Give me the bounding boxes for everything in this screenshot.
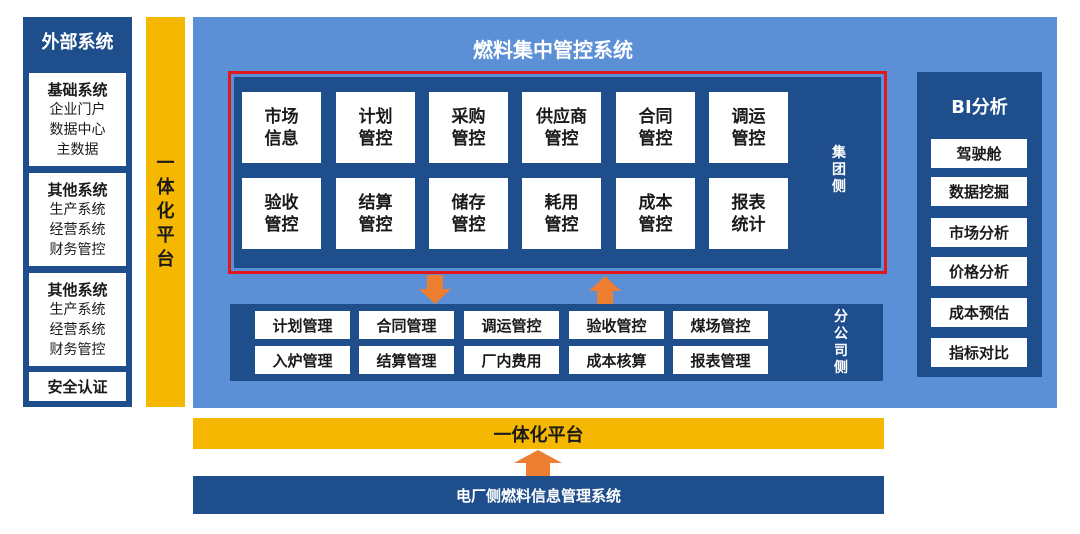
side-char: 侧 — [834, 360, 848, 376]
bi-item-cockpit: 驾驶舱 — [931, 139, 1027, 168]
module-supplier-control: 供应商管控 — [522, 92, 601, 163]
bi-item-cost-estimate: 成本预估 — [931, 298, 1027, 327]
module-cost-control: 成本管控 — [616, 178, 695, 249]
module-text: 管控 — [358, 128, 393, 149]
module-text: 计划 — [358, 106, 393, 127]
branch-module-transport: 调运管控 — [464, 311, 559, 339]
side-char: 公 — [834, 326, 848, 342]
module-text: 验收 — [264, 192, 299, 213]
module-text: 供应商 — [536, 106, 587, 127]
card-heading: 其他系统 — [47, 180, 108, 199]
plant-fuel-info-system: 电厂侧燃料信息管理系统 — [193, 476, 884, 514]
side-char: 集 — [832, 144, 846, 161]
module-text: 信息 — [264, 128, 299, 149]
module-text: 调运 — [731, 106, 766, 127]
card-line: 主数据 — [56, 141, 99, 158]
module-text: 采购 — [451, 106, 486, 127]
side-char: 团 — [832, 161, 846, 178]
module-text: 成本 — [638, 192, 673, 213]
module-text: 耗用 — [544, 192, 579, 213]
bi-item-market-analysis: 市场分析 — [931, 218, 1027, 247]
card-heading: 其他系统 — [47, 280, 108, 299]
integrated-platform-vertical: 一 体 化 平 台 — [146, 17, 185, 407]
module-text: 管控 — [264, 214, 299, 235]
integrated-platform-horizontal: 一体化平台 — [193, 418, 884, 449]
module-text: 报表 — [731, 192, 766, 213]
branch-module-plan: 计划管理 — [255, 311, 350, 339]
module-report-statistics: 报表统计 — [709, 178, 788, 249]
branch-side-label: 分 公 司 侧 — [828, 309, 854, 377]
bi-item-indicator-comparison: 指标对比 — [931, 338, 1027, 367]
main-title: 燃料集中管控系统 — [473, 37, 633, 62]
module-text: 管控 — [544, 128, 579, 149]
branch-module-acceptance: 验收管控 — [569, 311, 664, 339]
branch-module-furnace-intake: 入炉管理 — [255, 346, 350, 374]
module-contract-control: 合同管控 — [616, 92, 695, 163]
module-text: 管控 — [358, 214, 393, 235]
card-heading: 基础系统 — [47, 80, 108, 99]
side-char: 司 — [834, 343, 848, 359]
module-text: 管控 — [731, 128, 766, 149]
module-acceptance-control: 验收管控 — [242, 178, 321, 249]
module-consumption-control: 耗用管控 — [522, 178, 601, 249]
security-auth-card: 安全认证 — [29, 372, 126, 401]
module-text: 管控 — [451, 128, 486, 149]
branch-module-coal-yard: 煤场管控 — [673, 311, 768, 339]
module-purchase-control: 采购管控 — [429, 92, 508, 163]
card-line: 生产系统 — [49, 201, 106, 218]
other-systems-card: 其他系统 生产系统 经营系统 财务管控 — [29, 273, 126, 366]
module-settlement-control: 结算管控 — [336, 178, 415, 249]
card-line: 企业门户 — [49, 101, 106, 118]
module-market-info: 市场信息 — [242, 92, 321, 163]
up-arrow-icon — [589, 276, 621, 305]
platform-char: 平 — [156, 225, 175, 246]
card-line: 经营系统 — [49, 221, 106, 238]
module-text: 结算 — [358, 192, 393, 213]
branch-module-report: 报表管理 — [673, 346, 768, 374]
card-line: 财务管控 — [49, 341, 106, 358]
group-side-highlight-frame — [228, 71, 887, 274]
external-systems-title: 外部系统 — [41, 32, 114, 53]
branch-module-settlement: 结算管理 — [359, 346, 454, 374]
module-plan-control: 计划管控 — [336, 92, 415, 163]
platform-char: 一 — [156, 153, 175, 174]
branch-module-cost-accounting: 成本核算 — [569, 346, 664, 374]
basic-systems-card: 基础系统 企业门户 数据中心 主数据 — [29, 73, 126, 166]
card-line: 经营系统 — [49, 321, 106, 338]
module-text: 储存 — [451, 192, 486, 213]
up-arrow-icon — [514, 450, 562, 476]
group-side-label: 集 团 侧 — [826, 140, 852, 200]
card-line: 生产系统 — [49, 301, 106, 318]
module-transport-control: 调运管控 — [709, 92, 788, 163]
branch-module-contract: 合同管理 — [359, 311, 454, 339]
module-text: 管控 — [451, 214, 486, 235]
module-text: 管控 — [638, 128, 673, 149]
branch-module-plant-costs: 厂内费用 — [464, 346, 559, 374]
side-char: 分 — [834, 309, 848, 325]
platform-char: 台 — [156, 249, 175, 270]
card-line: 数据中心 — [49, 121, 106, 138]
side-char: 侧 — [832, 178, 846, 195]
other-systems-card: 其他系统 生产系统 经营系统 财务管控 — [29, 173, 126, 266]
platform-char: 化 — [156, 201, 175, 222]
platform-char: 体 — [156, 177, 175, 198]
module-storage-control: 储存管控 — [429, 178, 508, 249]
module-text: 管控 — [544, 214, 579, 235]
down-arrow-icon — [419, 275, 451, 304]
module-text: 统计 — [731, 214, 766, 235]
bi-title: BI分析 — [951, 97, 1008, 118]
module-text: 管控 — [638, 214, 673, 235]
bi-item-price-analysis: 价格分析 — [931, 257, 1027, 286]
module-text: 合同 — [638, 106, 673, 127]
bi-item-data-mining: 数据挖掘 — [931, 177, 1027, 206]
card-line: 财务管控 — [49, 241, 106, 258]
module-text: 市场 — [264, 106, 299, 127]
